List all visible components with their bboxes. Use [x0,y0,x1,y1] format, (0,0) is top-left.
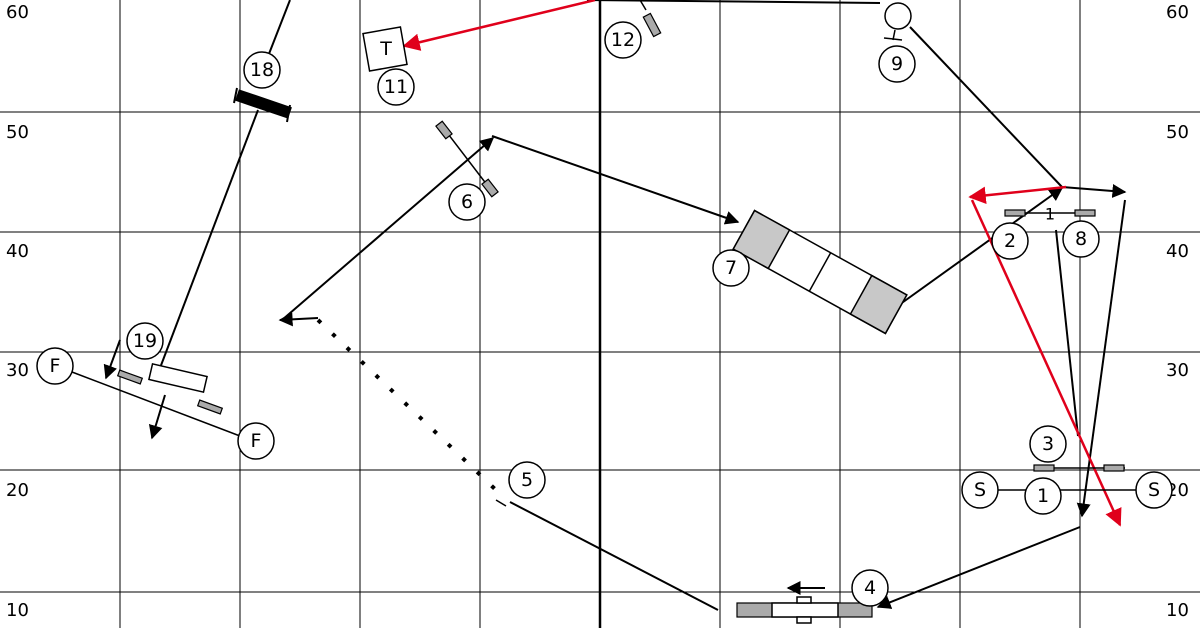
table-box [362,26,408,72]
number-1: 1 [1037,485,1049,507]
jump-3 [1033,464,1125,472]
table-label: T [379,38,392,60]
number-6: 6 [461,191,473,213]
axis-label-right-50: 50 [1166,122,1189,143]
number-circle-11 [377,68,415,106]
number-5: 5 [521,469,533,491]
path-segment-18-to-19 [159,109,259,369]
path-segment-8-right [1061,184,1127,198]
number-2: 2 [1004,230,1016,252]
jump-8: 1 [1004,205,1096,224]
axis-label-right-10: 10 [1166,600,1189,621]
path-segment-7-to-2 [891,187,1064,311]
jump-4 [736,596,873,624]
number-9: 9 [891,53,903,75]
number-circle-2 [991,222,1029,260]
path-segment-9-to-8 [909,26,1063,188]
axis-label-left-10: 10 [6,600,29,621]
finish-line [71,371,241,437]
tire-ring [884,2,912,30]
path-segment-8-down [1076,199,1126,518]
start-label-left: S [974,479,986,501]
handler-path [103,0,1127,611]
path-segment-12-to-9 [586,0,881,4]
right-axis-labels: 60 50 40 30 20 10 [1166,2,1189,621]
start-label-right: S [1148,479,1160,501]
number-circle-7 [712,249,750,287]
number-12: 12 [611,29,635,51]
number-18: 18 [250,59,274,81]
finish-label-right: F [251,430,262,452]
number-7: 7 [725,257,737,279]
number-19: 19 [133,330,157,352]
jump-19 [116,363,224,415]
axis-label-right-60: 60 [1166,2,1189,23]
start-circle-right [1135,471,1173,509]
axis-label-left-60: 60 [6,2,29,23]
axis-label-left-50: 50 [6,122,29,143]
tire-9 [883,2,912,41]
number-11: 11 [384,76,408,98]
number-circle-9 [878,45,916,83]
jump-12 [639,0,662,38]
path-segment-19-entry-arrow [103,339,121,380]
table-obstacle: T [362,26,408,72]
start-markers: S S [961,471,1173,509]
dotted-path-5-to-6 [316,318,498,492]
path-segment-5-turn [278,312,319,327]
number-circle-19 [126,322,164,360]
finish-circle-right [237,422,275,460]
left-axis-labels: 60 50 40 30 20 10 [6,2,29,621]
axis-label-left-40: 40 [6,241,29,262]
number-circle-18 [243,51,281,89]
path-segment-1-to-3 [1055,229,1079,437]
number-circle-5 [508,461,546,499]
jump-5 [495,499,507,507]
number-circle-8 [1062,220,1100,258]
path-segment-5-to-6 [281,137,495,321]
jump-18 [233,87,292,123]
path-segment-4-to-5 [509,501,719,611]
axis-label-right-30: 30 [1166,360,1189,381]
bar-number-label: 1 [1045,205,1055,224]
number-3: 3 [1042,433,1054,455]
axis-label-left-20: 20 [6,480,29,501]
finish-label-left: F [50,355,61,377]
red-path-to-table [402,0,596,51]
number-circle-4 [851,569,889,607]
number-8: 8 [1075,228,1087,250]
number-circle-3 [1029,425,1067,463]
start-circle-left [961,471,999,509]
path-segment-3-to-4 [876,526,1081,609]
obstacle-numbers: 18 11 12 9 6 7 2 8 19 3 5 1 4 [126,21,1100,607]
number-4: 4 [864,577,876,599]
axis-label-right-40: 40 [1166,241,1189,262]
jump-6 [435,120,499,198]
finish-circle-left [36,347,74,385]
contact-obstacle-7 [732,209,908,335]
number-circle-12 [604,21,642,59]
path-segment-6-to-7 [491,135,740,225]
number-circle-6 [448,183,486,221]
axis-label-left-30: 30 [6,360,29,381]
path-segment-19-exit-arrow [148,394,166,440]
number-circle-1 [1024,477,1062,515]
finish-markers: F F [36,347,275,460]
red-path-at-2 [968,185,1067,205]
